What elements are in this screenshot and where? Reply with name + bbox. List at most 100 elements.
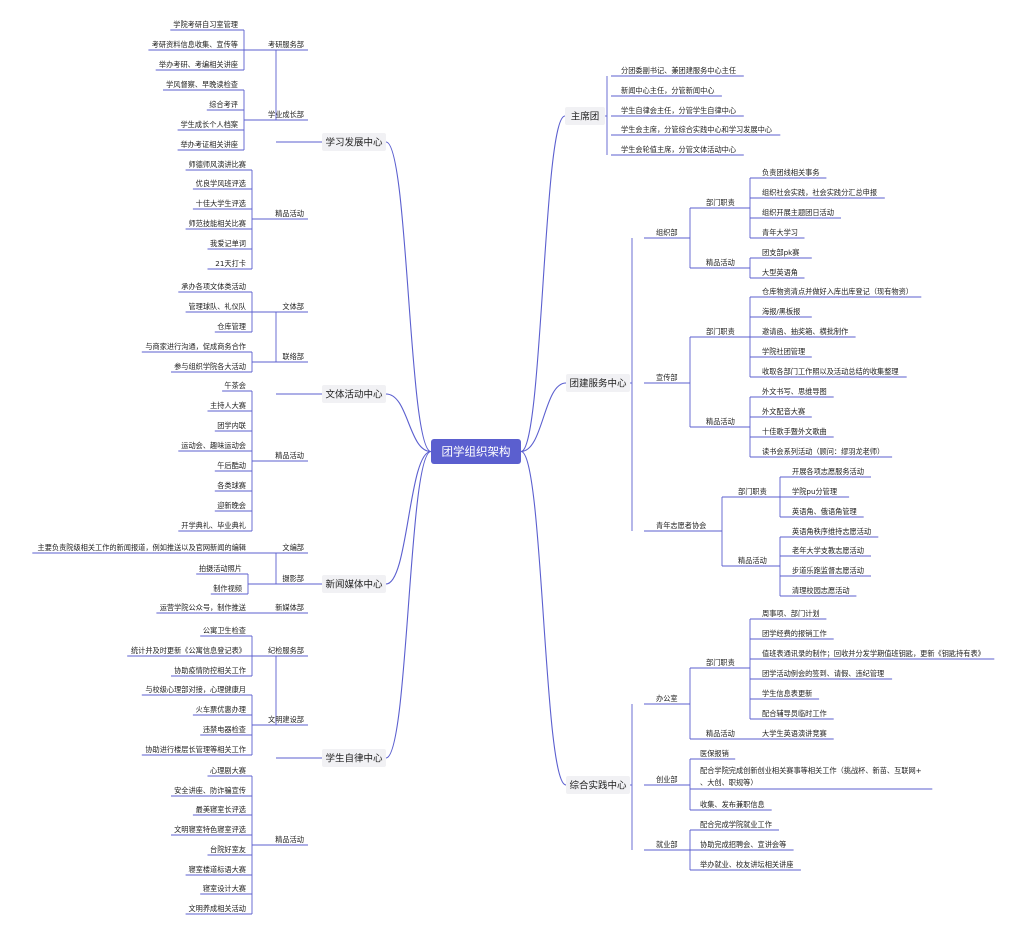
- sub-branch-label: 就业部: [656, 840, 678, 849]
- sub-branch-label: 宣传部: [656, 373, 678, 382]
- main-connector: [385, 393, 432, 453]
- leaf-label: 周事项、部门计划: [762, 609, 820, 618]
- leaf-label: 心理剧大赛: [210, 766, 246, 775]
- sub-branch-label: 组织部: [656, 228, 678, 237]
- leaf-label: 学院考研自习室管理: [173, 20, 238, 29]
- leaf-label: 文明寝室特色寝室评选: [174, 825, 246, 834]
- leaf-label: 违禁电器检查: [203, 725, 246, 734]
- leaf-label: 收集、发布兼职信息: [700, 800, 765, 809]
- leaf-label: 举办考证相关讲座: [180, 140, 238, 149]
- main-connector: [385, 141, 432, 453]
- main-node-label: 综合实践中心: [569, 780, 627, 792]
- leaf-label: 举办考研、考编相关讲座: [159, 60, 238, 69]
- leaf-label: 学生自律会主任，分管学生自律中心: [621, 106, 736, 115]
- main-connector: [385, 450, 432, 585]
- sub-branch-label: 精品活动: [275, 209, 304, 218]
- sub-branch-label: 精品活动: [706, 417, 735, 426]
- leaf-label: 学院pu分管理: [792, 487, 837, 496]
- main-node[interactable]: 团建服务中心: [566, 374, 630, 392]
- leaf-label: 师德师风演讲比赛: [188, 160, 246, 169]
- leaf-label: 大型英语角: [762, 268, 798, 277]
- leaf-label: 主要负责院级相关工作的新闻报道，例如推送以及官网新闻的编辑: [38, 543, 246, 552]
- sub-branch-label: 文体部: [282, 302, 304, 311]
- main-node-label: 主席团: [571, 111, 600, 123]
- leaf-label: 午后酷动: [217, 461, 246, 470]
- leaf-label: 文明养成相关活动: [188, 904, 246, 913]
- main-node-label: 文体活动中心: [325, 389, 383, 401]
- sub-branch-label: 考研服务部: [268, 40, 304, 49]
- leaf-label: 步道乐跑监督志愿活动: [792, 566, 864, 575]
- leaf-label: 仓库管理: [217, 322, 246, 331]
- leaf-label: 参与组织学院各大活动: [174, 362, 246, 371]
- main-connector: [385, 450, 432, 759]
- sub-branch-label: 部门职责: [706, 658, 735, 667]
- root-node[interactable]: 团学组织架构: [431, 439, 521, 464]
- leaf-label-cont: 、大创、职规等）: [700, 778, 758, 787]
- leaf-label: 配合辅导员临时工作: [762, 709, 827, 718]
- leaf-label: 协助进行楼层长管理等相关工作: [145, 745, 246, 754]
- leaf-label: 仓库物资清点并做好入库出库登记（现有物资）: [762, 287, 913, 296]
- leaf-label: 优良学风班评选: [196, 179, 246, 188]
- sub-branch-label: 创业部: [656, 775, 678, 784]
- main-node-box: [322, 385, 386, 403]
- main-node[interactable]: 学习发展中心: [322, 133, 386, 151]
- leaf-label: 团支部pk赛: [762, 248, 799, 257]
- main-connector: [520, 450, 567, 786]
- leaf-label: 最美寝室长评选: [196, 805, 246, 814]
- leaf-label: 协助疫情防控相关工作: [174, 666, 246, 675]
- connector-lines: [32, 29, 995, 915]
- root-node-box: [431, 439, 521, 464]
- main-node-box: [566, 374, 630, 392]
- sub-branch-label: 联络部: [282, 352, 304, 361]
- sub-branch-label: 青年志愿者协会: [656, 521, 706, 530]
- leaf-label: 开学典礼、毕业典礼: [181, 521, 246, 530]
- leaf-label: 学院社团管理: [762, 347, 805, 356]
- leaf-label: 举办就业、校友讲坛相关讲座: [700, 860, 793, 869]
- leaf-label: 台院好室友: [210, 845, 246, 854]
- leaf-label: 公寓卫生检查: [203, 626, 246, 635]
- leaf-label: 配合学院完成创新创业相关赛事等相关工作（挑战杯、新苗、互联网+: [700, 766, 922, 775]
- leaf-label: 承办各项文体类活动: [181, 282, 246, 291]
- leaf-label: 配合完成学院就业工作: [700, 820, 772, 829]
- sub-branch-label: 部门职责: [706, 327, 735, 336]
- leaf-label: 学生会轮值主席，分管文体活动中心: [621, 145, 736, 154]
- leaf-label: 大学生英语演讲竞赛: [762, 729, 827, 738]
- leaf-label: 学生信息表更新: [762, 689, 812, 698]
- main-node-label: 学生自律中心: [325, 753, 383, 765]
- main-node[interactable]: 主席团: [565, 107, 605, 125]
- leaf-label: 外文配音大赛: [762, 407, 805, 416]
- leaf-label: 21天打卡: [215, 259, 246, 268]
- main-node-label: 团建服务中心: [569, 378, 627, 390]
- leaf-label: 统计并及时更新《公寓信息登记表》: [131, 646, 246, 655]
- main-node[interactable]: 学生自律中心: [322, 749, 386, 767]
- main-node[interactable]: 新闻媒体中心: [322, 575, 386, 593]
- main-node[interactable]: 综合实践中心: [566, 776, 630, 794]
- main-node-box: [322, 575, 386, 593]
- sub-branch-label: 精品活动: [706, 258, 735, 267]
- leaf-label: 各类球赛: [217, 481, 246, 490]
- leaf-label: 学风督察、早晚读检查: [166, 80, 238, 89]
- sub-branch-label: 学业成长部: [268, 110, 304, 119]
- sub-branch-label: 摄影部: [282, 574, 304, 583]
- leaf-label: 值班表通讯录的制作；回收并分发学期值班钥匙，更新《钥匙持有表》: [762, 649, 985, 658]
- leaf-label: 与商家进行沟通，促成商务合作: [145, 342, 246, 351]
- leaf-label: 安全讲座、防诈骗宣传: [174, 786, 246, 795]
- leaf-label: 学生成长个人档案: [180, 120, 238, 129]
- sub-branch-label: 纪检服务部: [268, 646, 304, 655]
- leaf-label: 师范技能相关比赛: [188, 219, 246, 228]
- leaf-label: 老年大学支教志愿活动: [792, 546, 864, 555]
- sub-branch-label: 部门职责: [706, 198, 735, 207]
- leaf-label: 与校级心理部对接，心理健康月: [145, 685, 246, 694]
- mind-map-nodes: 团学组织架构学习发展中心文体活动中心新闻媒体中心学生自律中心主席团团建服务中心综…: [38, 20, 985, 913]
- leaf-label: 迎新晚会: [217, 501, 246, 510]
- leaf-label: 综合考评: [209, 100, 238, 109]
- leaf-label: 十佳大学生评选: [196, 199, 246, 208]
- main-node[interactable]: 文体活动中心: [322, 385, 386, 403]
- main-node-box: [322, 133, 386, 151]
- leaf-label: 组织社会实践，社会实践分汇总申报: [762, 188, 877, 197]
- sub-branch-label: 精品活动: [275, 835, 304, 844]
- main-connector: [520, 382, 567, 453]
- leaf-label: 考研资料信息收集、宣传等: [152, 40, 238, 49]
- leaf-label: 午茶会: [224, 381, 246, 390]
